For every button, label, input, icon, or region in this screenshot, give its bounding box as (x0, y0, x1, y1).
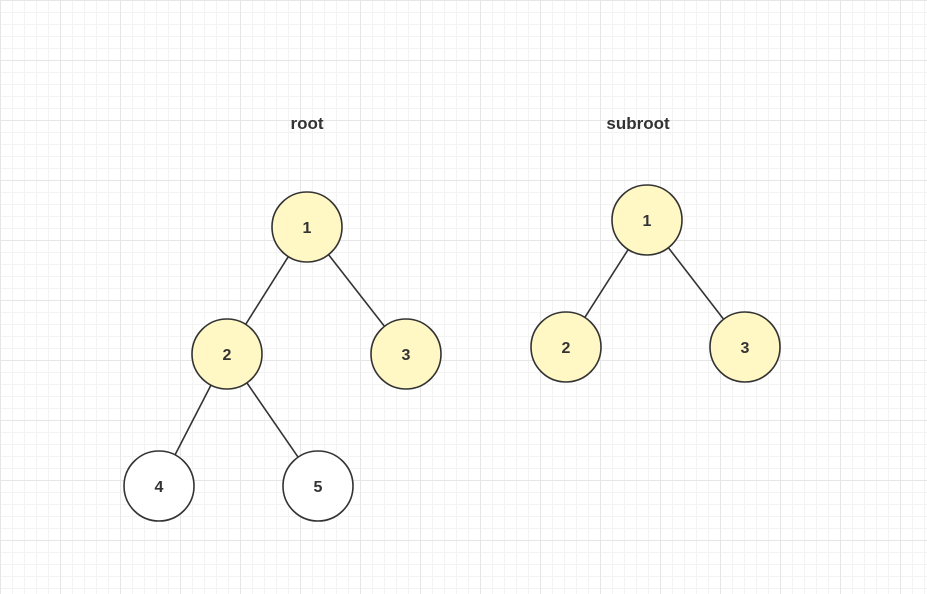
tree-title-root: root (290, 114, 323, 133)
tree-title-subroot: subroot (606, 114, 670, 133)
tree-node: 1 (611, 184, 683, 256)
tree-node: 2 (191, 318, 263, 390)
node-label: 2 (562, 340, 571, 357)
tree-edge (174, 384, 212, 456)
node-circle (530, 311, 602, 383)
tree-edge (327, 254, 386, 327)
node-circle (282, 450, 354, 522)
node-label: 4 (155, 479, 164, 496)
titles-layer: root subroot (290, 114, 669, 133)
node-label: 1 (643, 213, 652, 230)
tree-node: 4 (123, 450, 195, 522)
tree-edge (246, 382, 299, 458)
node-circle (191, 318, 263, 390)
edges-layer (174, 247, 725, 458)
tree-node: 1 (271, 191, 343, 263)
node-label: 3 (402, 347, 411, 364)
node-label: 2 (223, 347, 232, 364)
tree-edge (244, 256, 290, 325)
node-circle (271, 191, 343, 263)
nodes-layer: 1 2 3 4 5 1 2 3 (123, 184, 781, 522)
node-label: 1 (303, 220, 312, 237)
tree-edge (667, 247, 725, 320)
node-circle (123, 450, 195, 522)
node-circle (709, 311, 781, 383)
tree-node: 3 (709, 311, 781, 383)
node-label: 3 (741, 340, 750, 357)
tree-edge (584, 249, 629, 318)
node-circle (370, 318, 442, 390)
tree-node: 5 (282, 450, 354, 522)
tree-node: 3 (370, 318, 442, 390)
tree-node: 2 (530, 311, 602, 383)
node-circle (611, 184, 683, 256)
node-label: 5 (314, 479, 323, 496)
